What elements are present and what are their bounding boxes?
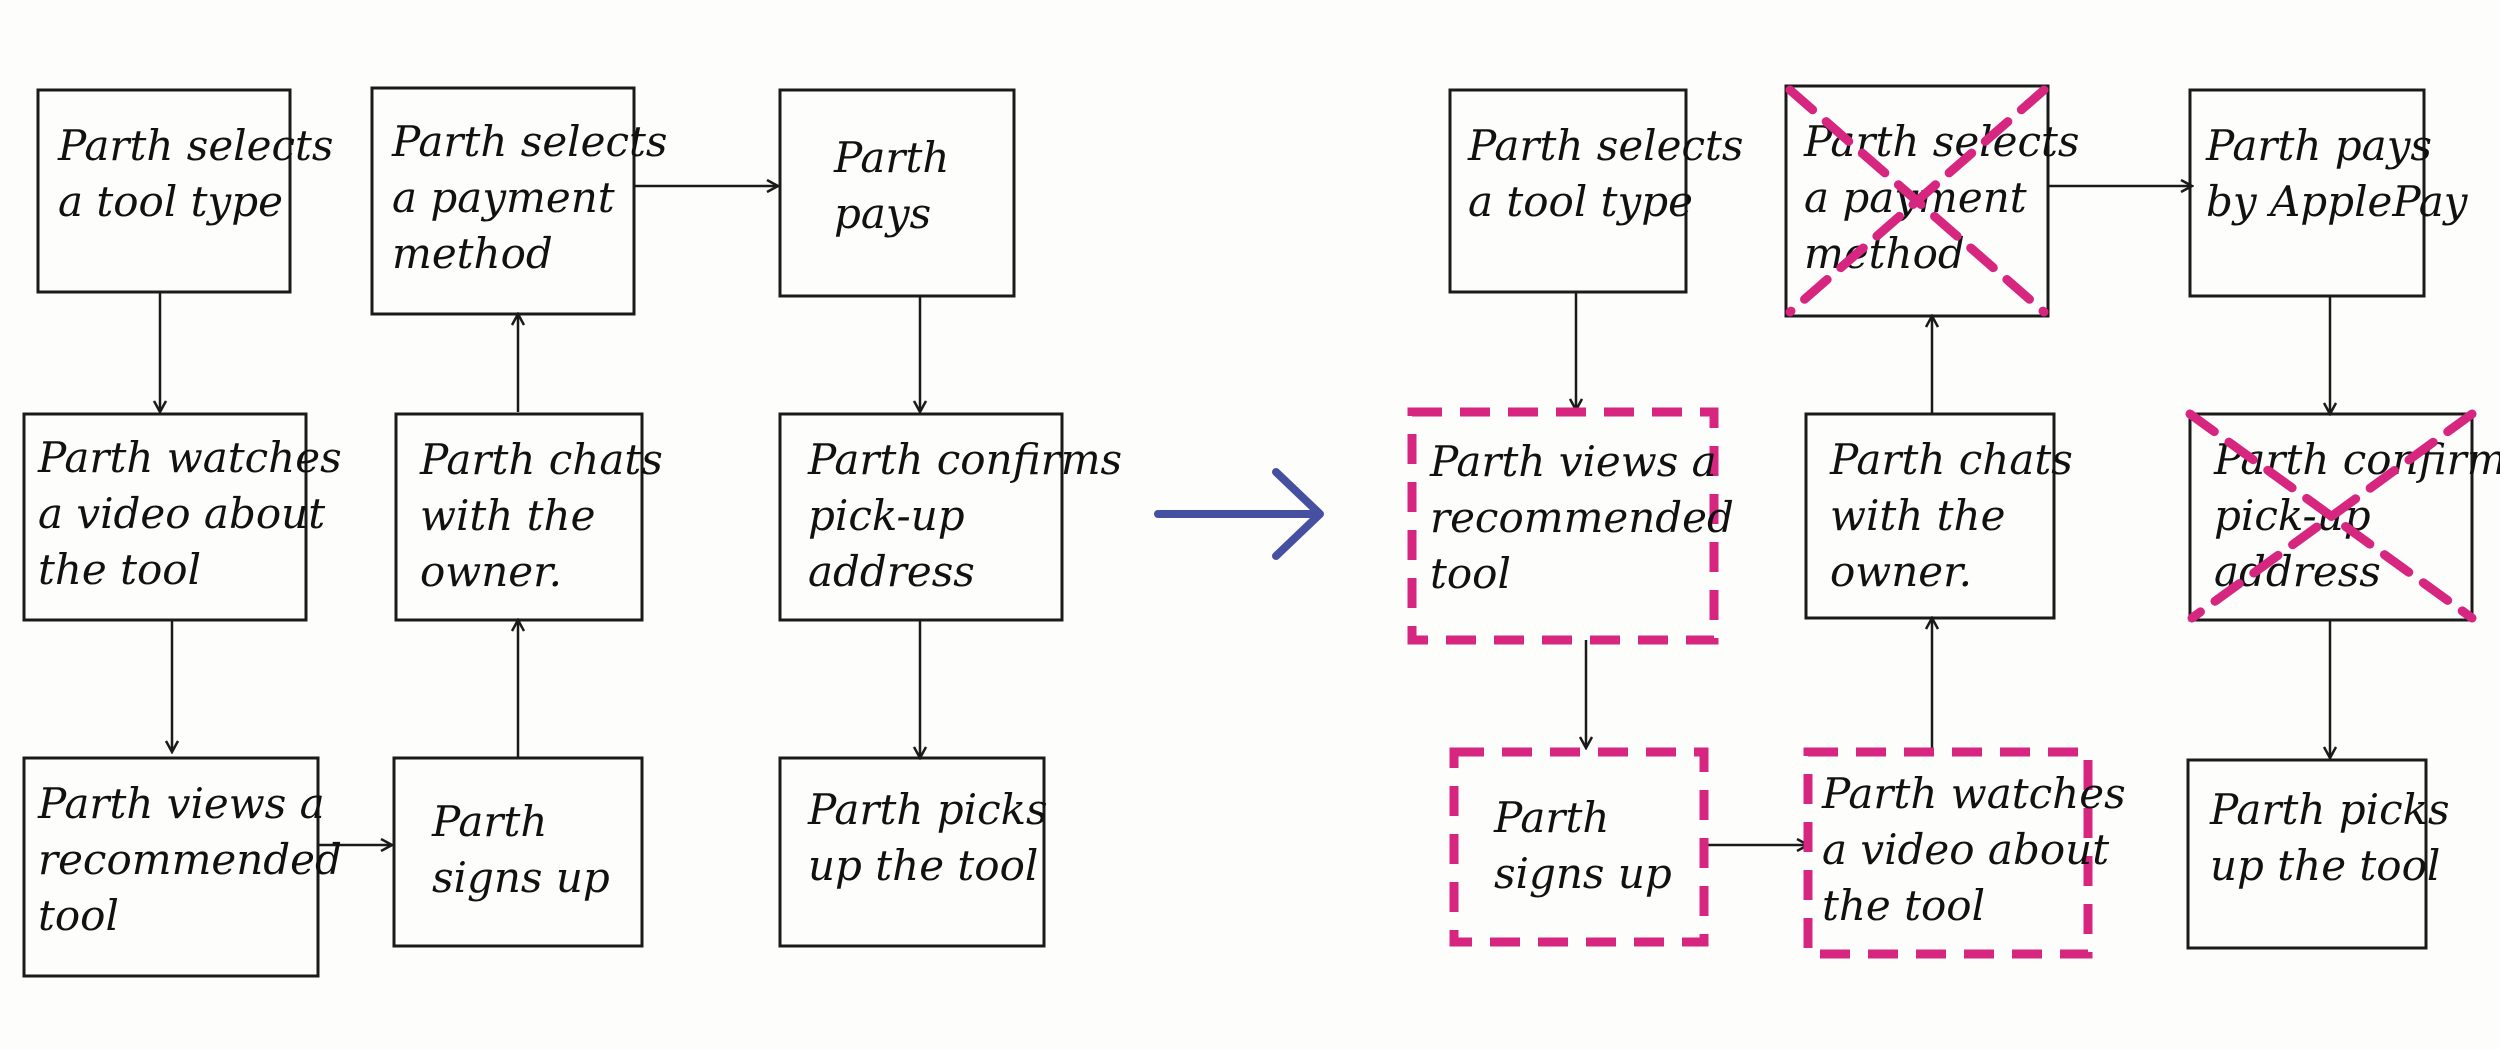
step-label: Parth selects a tool type bbox=[1467, 121, 1743, 226]
flow-step-highlighted: Parth views a recommended tool bbox=[1407, 407, 1734, 645]
step-label-line: address bbox=[808, 547, 975, 596]
step-label: Parth confirms pick-up address bbox=[807, 435, 1122, 596]
removed-cross-mark bbox=[1785, 85, 2049, 317]
before-flow: Parth selects a tool type Parth selects a … bbox=[22, 86, 1122, 978]
step-label: Parth signs up bbox=[1493, 793, 1672, 898]
step-label-line: a video about bbox=[38, 489, 325, 538]
step-label-line: owner. bbox=[1830, 547, 1972, 596]
step-label-line: Parth bbox=[1493, 793, 1609, 842]
step-label-line: Parth confirms bbox=[2213, 435, 2500, 484]
step-label: Parth views a recommended tool bbox=[1429, 437, 1734, 598]
flow-step: Parth selects a tool type bbox=[36, 88, 333, 294]
step-label-line: the tool bbox=[1822, 881, 1985, 930]
flow-step: Parth pays by ApplePay bbox=[2188, 88, 2469, 298]
step-label: Parth picks up the tool bbox=[2209, 785, 2450, 890]
flow-step: Parth picks up the tool bbox=[778, 756, 1048, 948]
step-label-line: a tool type bbox=[58, 177, 283, 226]
step-label: Parth views a recommended tool bbox=[37, 779, 342, 940]
flow-step: Parth chats with the owner. bbox=[1804, 412, 2073, 620]
step-label-line: the tool bbox=[38, 545, 201, 594]
flow-step: Parth signs up bbox=[392, 756, 644, 948]
step-label-line: Parth bbox=[431, 797, 547, 846]
step-label: Parth confirms pick-up address bbox=[2213, 435, 2500, 596]
step-label-line: signs up bbox=[1494, 849, 1672, 898]
step-label-line: with the bbox=[420, 491, 595, 540]
step-label-line: Parth selects bbox=[1467, 121, 1743, 170]
flow-step: Parth picks up the tool bbox=[2186, 758, 2450, 950]
step-label-line: tool bbox=[1430, 549, 1511, 598]
step-label-line: recommended bbox=[38, 835, 342, 884]
step-label-line: up the tool bbox=[808, 841, 1038, 890]
transition-arrow bbox=[1154, 468, 1324, 560]
step-label: Parth watches a video about the tool bbox=[1821, 769, 2126, 930]
flow-step: Parth confirms pick-up address bbox=[778, 412, 1122, 622]
step-label-line: recommended bbox=[1430, 493, 1734, 542]
step-label: Parth selects a tool type bbox=[57, 121, 333, 226]
step-label: Parth pays bbox=[833, 133, 949, 238]
step-label: Parth signs up bbox=[431, 797, 610, 902]
flow-step: Parth watches a video about the tool bbox=[22, 412, 342, 622]
step-label-line: Parth picks bbox=[807, 785, 1048, 834]
flow-step: Parth views a recommended tool bbox=[22, 756, 342, 978]
step-label-line: owner. bbox=[420, 547, 562, 596]
step-label-line: address bbox=[2214, 547, 2381, 596]
step-label-line: a tool type bbox=[1468, 177, 1693, 226]
flow-step: Parth selects a payment method bbox=[370, 86, 667, 316]
step-label-line: Parth picks bbox=[2209, 785, 2450, 834]
step-label-line: Parth chats bbox=[1829, 435, 2073, 484]
flow-step: Parth pays bbox=[778, 88, 1016, 298]
step-label: Parth picks up the tool bbox=[807, 785, 1048, 890]
flow-step-removed: Parth confirms pick-up address bbox=[2185, 409, 2500, 623]
step-label-line: Parth selects bbox=[391, 117, 667, 166]
step-label: Parth watches a video about the tool bbox=[37, 433, 342, 594]
step-label-line: with the bbox=[1830, 491, 2005, 540]
step-label: Parth chats with the owner. bbox=[1829, 435, 2073, 596]
flow-step: Parth selects a tool type bbox=[1448, 88, 1743, 294]
step-label-line: Parth bbox=[833, 133, 949, 182]
step-label-line: pick-up bbox=[2214, 491, 2371, 540]
step-label-line: method bbox=[392, 229, 553, 278]
step-label-line: Parth watches bbox=[37, 433, 342, 482]
flow-step-highlighted: Parth watches a video about the tool bbox=[1803, 747, 2126, 959]
flow-step: Parth chats with the owner. bbox=[394, 412, 663, 622]
step-label: Parth selects a payment method bbox=[391, 117, 667, 278]
step-label-line: a payment bbox=[392, 173, 615, 222]
step-label: Parth chats with the owner. bbox=[419, 435, 663, 596]
step-label-line: pick-up bbox=[808, 491, 965, 540]
step-label-line: a video about bbox=[1822, 825, 2109, 874]
removed-cross-mark bbox=[2187, 409, 2477, 623]
step-label-line: Parth views a bbox=[37, 779, 325, 828]
after-flow: Parth selects a tool type Parth selectsa … bbox=[1407, 84, 2500, 959]
step-label-line: up the tool bbox=[2210, 841, 2440, 890]
step-label-line: method bbox=[1804, 229, 1965, 278]
step-label-line: Parth selects bbox=[57, 121, 333, 170]
step-label-line: pays bbox=[834, 189, 931, 238]
step-label-line: by ApplePay bbox=[2206, 177, 2469, 226]
step-label: Parth pays by ApplePay bbox=[2205, 121, 2469, 226]
flow-step-highlighted: Parth signs up bbox=[1449, 747, 1709, 947]
step-label-line: Parth chats bbox=[419, 435, 663, 484]
step-label-line: signs up bbox=[432, 853, 610, 902]
step-label-line: Parth watches bbox=[1821, 769, 2126, 818]
step-label-line: Parth pays bbox=[2205, 121, 2432, 170]
step-label-line: tool bbox=[38, 891, 119, 940]
step-label-line: Parth views a bbox=[1429, 437, 1717, 486]
step-label-line: Parth confirms bbox=[807, 435, 1122, 484]
